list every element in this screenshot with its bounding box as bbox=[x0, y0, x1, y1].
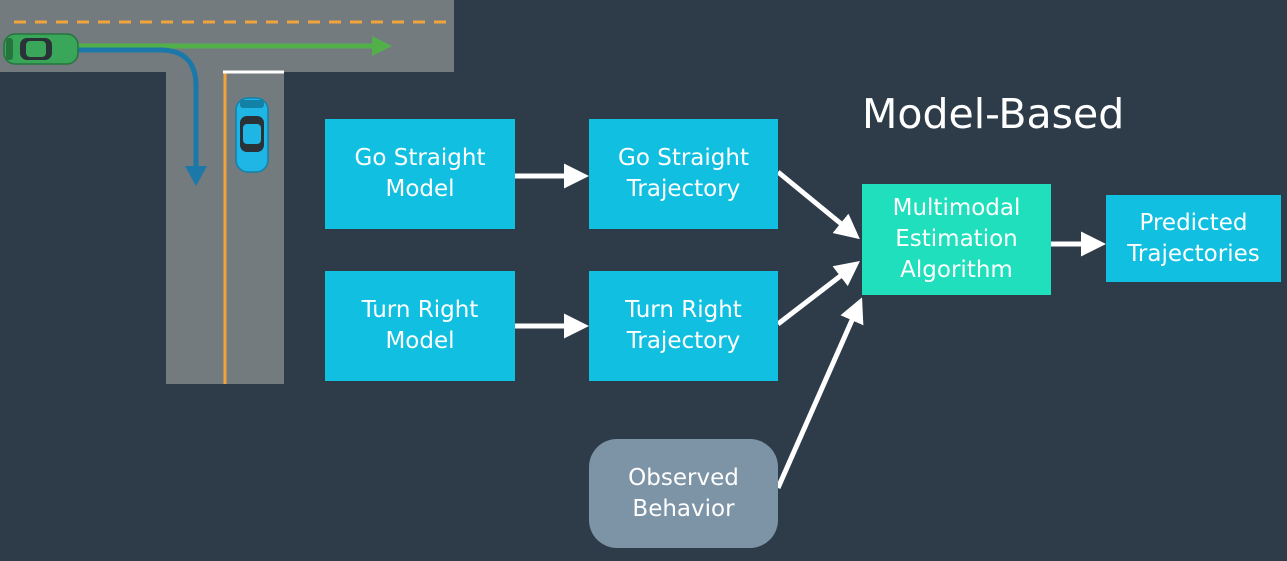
go-straight-model-box: Go Straight Model bbox=[325, 119, 515, 229]
go-straight-trajectory-box: Go Straight Trajectory bbox=[589, 119, 778, 229]
turn-right-model-box: Turn Right Model bbox=[325, 271, 515, 381]
multimodal-algorithm-box: Multimodal Estimation Algorithm bbox=[862, 184, 1051, 295]
arrow-tr-traj-to-algo bbox=[776, 260, 860, 326]
diagram-title: Model-Based bbox=[862, 90, 1125, 138]
straight-path-arrow bbox=[70, 36, 392, 56]
turn-right-trajectory-box: Turn Right Trajectory bbox=[589, 271, 778, 381]
predicted-trajectories-box: Predicted Trajectories bbox=[1106, 195, 1281, 282]
arrow-observed-to-algo bbox=[775, 297, 864, 490]
car-icon bbox=[3, 33, 79, 65]
observed-behavior-box: Observed Behavior bbox=[589, 439, 778, 548]
arrow-gs-traj-to-algo bbox=[776, 170, 860, 240]
turn-path-arrow bbox=[70, 47, 207, 186]
car-icon bbox=[235, 97, 269, 173]
flow-arrows bbox=[515, 163, 1106, 490]
